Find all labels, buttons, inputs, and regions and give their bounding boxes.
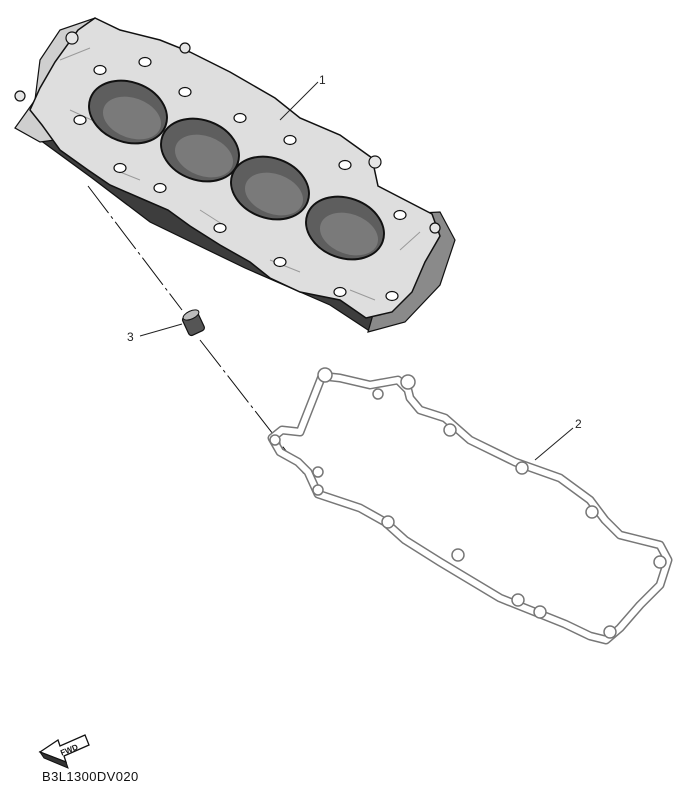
leader-line-1: [279, 81, 319, 121]
diagram-code: B3L1300DV020: [42, 769, 139, 784]
callout-1: 1: [319, 73, 326, 87]
leader-line-3: [139, 323, 183, 337]
dowel-pin: [181, 309, 205, 337]
cylinder-bores: [88, 79, 385, 261]
callout-3: 3: [127, 330, 134, 344]
cylinder-block: [14, 17, 456, 333]
callout-2: 2: [575, 417, 582, 431]
gasket: [267, 367, 673, 645]
fwd-arrow-icon: FWD: [38, 734, 90, 769]
leader-line-2: [534, 427, 574, 461]
